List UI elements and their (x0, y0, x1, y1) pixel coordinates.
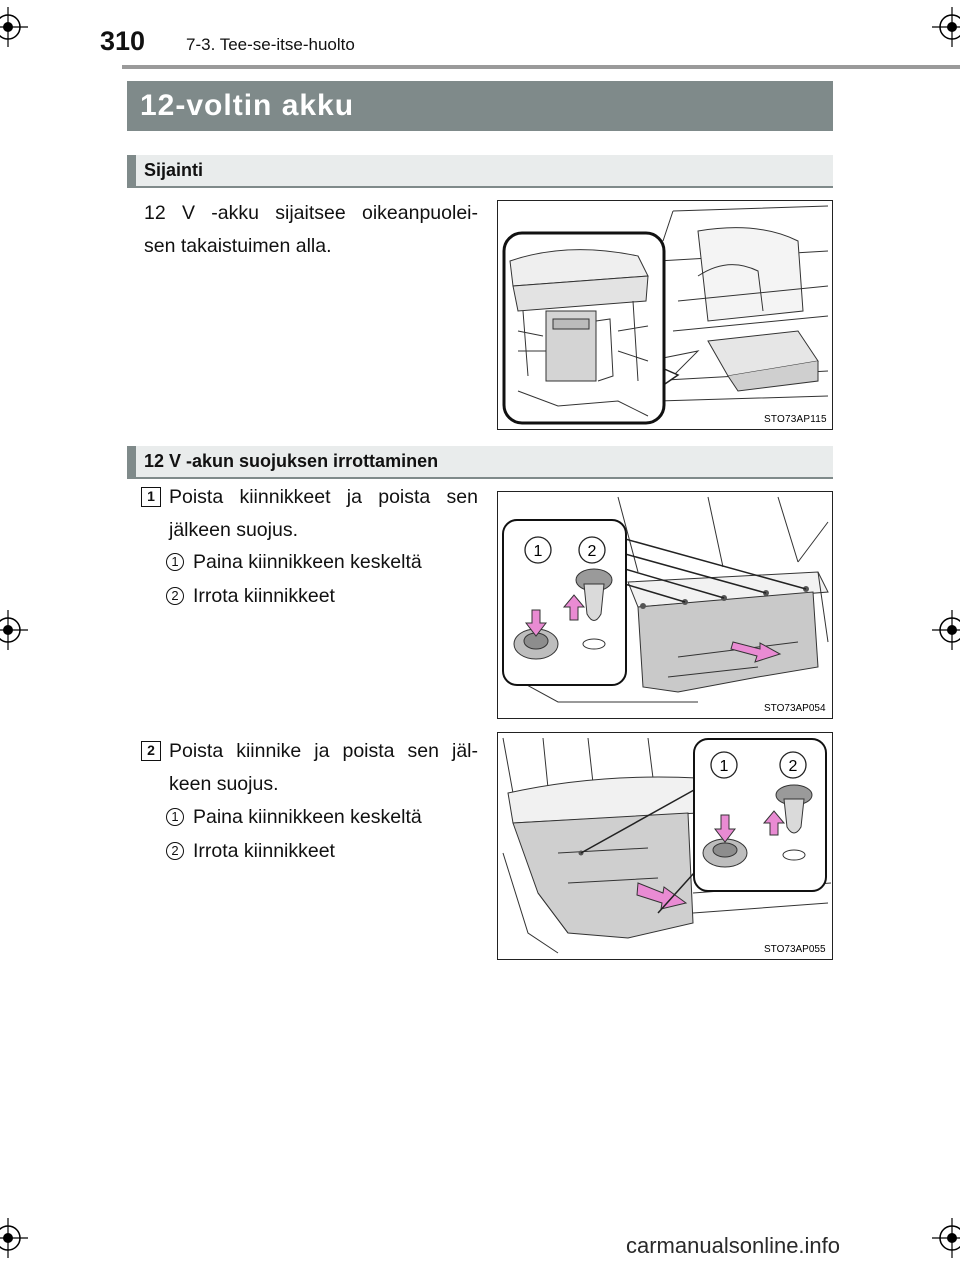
subheading-location: Sijainti (127, 155, 833, 188)
cover-removal-illustration-1: 1 2 STO73AP054 (502, 496, 829, 714)
subheading-marker (127, 446, 136, 477)
callout-number: 1 (720, 758, 729, 775)
substep-number-circle: 1 (166, 553, 184, 571)
registration-mark-icon (0, 1218, 28, 1258)
location-text-line: sen takaistuimen alla. (144, 235, 332, 257)
battery-location-figure: STO73AP115 (497, 200, 833, 430)
figure-code: STO73AP054 (764, 703, 826, 714)
step-number-badge: 1 (141, 487, 161, 507)
step-number-badge: 2 (141, 741, 161, 761)
step-text-line: Poista kiinnikkeet ja poista sen (169, 486, 478, 508)
substep-text: Paina kiinnikkeen keskeltä (193, 806, 422, 828)
step-text: Poista kiinnike ja poista sen jäl- keen … (169, 735, 478, 801)
subheading-marker (127, 155, 136, 186)
callout-number: 2 (789, 758, 798, 775)
step-text-line: Poista kiinnike ja poista sen jäl- (169, 740, 478, 762)
figure-code: STO73AP055 (764, 944, 826, 955)
location-text: 12 V -akku sijaitsee oikeanpuolei- sen t… (144, 197, 478, 263)
chapter-title: 7-3. Tee-se-itse-huolto (186, 35, 355, 54)
location-text-line: 12 V -akku sijaitsee oikeanpuolei- (144, 202, 478, 224)
cover-removal-figure-2: 1 2 STO73AP055 (497, 732, 833, 960)
callout-number: 2 (588, 543, 597, 560)
registration-mark-icon (932, 7, 960, 47)
subheading-cover-removal: 12 V -akun suojuksen irrottaminen (127, 446, 833, 479)
subheading-label: 12 V -akun suojuksen irrottaminen (144, 451, 439, 471)
registration-mark-icon (932, 610, 960, 650)
section-title: 12-voltin akku (127, 81, 833, 131)
substep-text: Irrota kiinnikkeet (193, 840, 335, 862)
cover-removal-figure-1: 1 2 STO73AP054 (497, 491, 833, 719)
step-text: Poista kiinnikkeet ja poista sen jälkeen… (169, 481, 478, 547)
registration-mark-icon (932, 1218, 960, 1258)
registration-mark-icon (0, 7, 28, 47)
substep-number-circle: 2 (166, 842, 184, 860)
cover-removal-illustration-2: 1 2 STO73AP055 (502, 737, 831, 955)
substep-number-circle: 1 (166, 808, 184, 826)
step-text-line: jälkeen suojus. (169, 519, 298, 541)
callout-number: 1 (534, 543, 543, 560)
battery-location-illustration: STO73AP115 (502, 205, 829, 425)
substep-text: Irrota kiinnikkeet (193, 585, 335, 607)
figure-code: STO73AP115 (764, 414, 827, 425)
watermark: carmanualsonline.info (626, 1233, 841, 1258)
subheading-label: Sijainti (144, 160, 204, 180)
substep-text: Paina kiinnikkeen keskeltä (193, 551, 422, 573)
registration-mark-icon (0, 610, 28, 650)
page-number: 310 (100, 26, 146, 56)
header-rule (122, 65, 960, 69)
substep-number-circle: 2 (166, 587, 184, 605)
step-text-line: keen suojus. (169, 773, 279, 795)
